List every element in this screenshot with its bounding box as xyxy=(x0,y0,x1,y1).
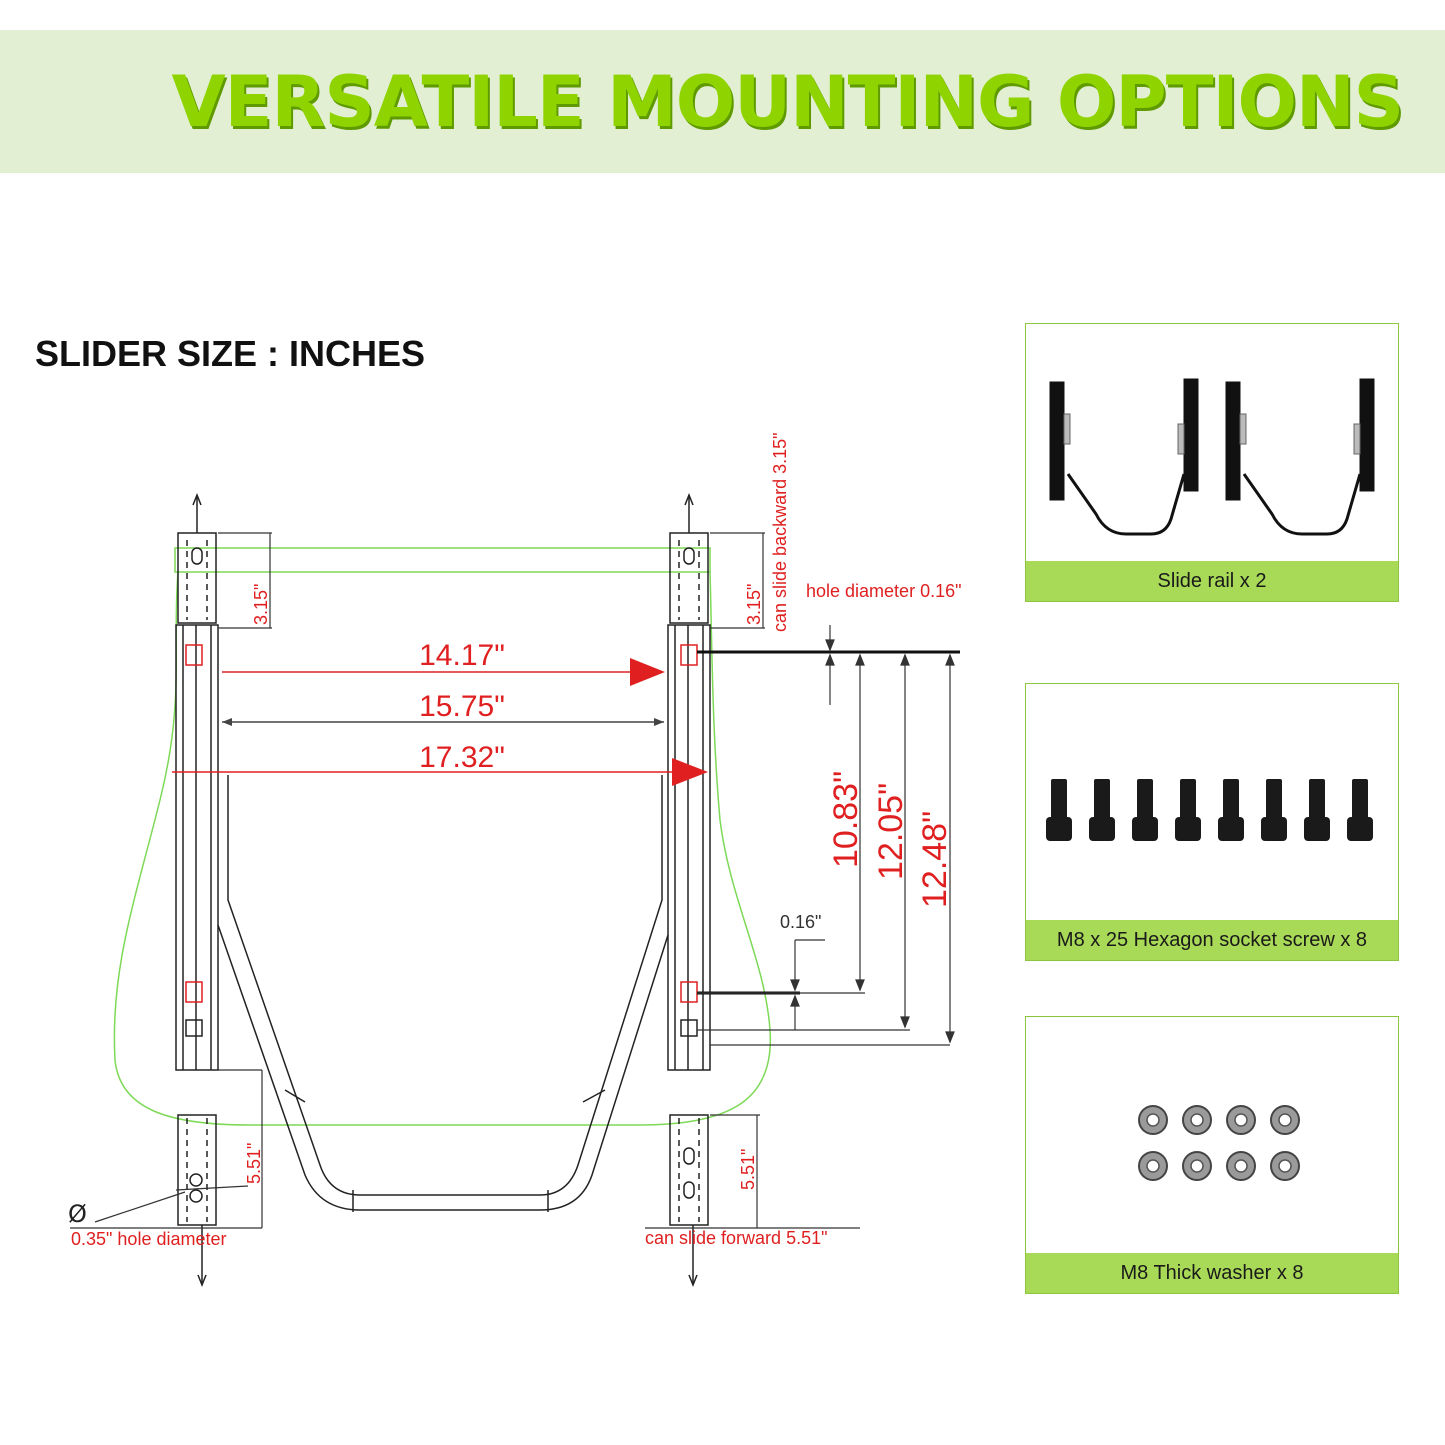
label-width-mid: 15.75" xyxy=(419,690,505,723)
label-len-a: 10.83" xyxy=(827,771,865,868)
label-hole-diameter-bottom: 0.35" hole diameter xyxy=(71,1229,227,1249)
slide-rail-icon xyxy=(1049,378,1375,536)
frame-outline xyxy=(113,547,772,1126)
header-banner: VERSATILE MOUNTING OPTIONS xyxy=(0,30,1445,173)
handle-bar xyxy=(217,775,669,1212)
label-len-b: 12.05" xyxy=(872,783,910,880)
page-title: VERSATILE MOUNTING OPTIONS xyxy=(171,60,1404,143)
label-len-c: 12.48" xyxy=(916,811,954,908)
part-label-hex-screw: M8 x 25 Hexagon socket screw x 8 xyxy=(1026,920,1398,960)
label-hole-diameter-top: hole diameter 0.16" xyxy=(806,581,962,601)
label-forward-left: 5.51" xyxy=(244,1143,264,1184)
part-card-hex-screw: M8 x 25 Hexagon socket screw x 8 xyxy=(1025,683,1399,961)
width-dimensions xyxy=(172,658,708,786)
part-label-washer: M8 Thick washer x 8 xyxy=(1026,1253,1398,1293)
part-card-washer: M8 Thick washer x 8 xyxy=(1025,1016,1399,1294)
washer-icon xyxy=(1138,1105,1300,1181)
part-card-slide-rail: Slide rail x 2 xyxy=(1025,323,1399,602)
right-rail xyxy=(667,492,711,1288)
length-dimensions xyxy=(697,625,960,1046)
label-width-outer: 17.32" xyxy=(419,741,505,774)
hex-screw-icon xyxy=(1046,779,1373,841)
label-hole-offset: 0.16" xyxy=(780,912,821,932)
travel-dimensions xyxy=(70,532,860,1229)
slider-dimension-diagram: can slide backward 3.15" 3.15" 3.15" hol… xyxy=(68,432,962,1288)
part-label-slide-rail: Slide rail x 2 xyxy=(1026,561,1398,601)
label-can-slide-forward: can slide forward 5.51" xyxy=(645,1228,828,1248)
label-backward-right: 3.15" xyxy=(744,584,764,625)
label-forward-right: 5.51" xyxy=(738,1149,758,1190)
left-rail xyxy=(175,492,219,1288)
label-width-inner: 14.17" xyxy=(419,639,505,672)
diameter-symbol: Ø xyxy=(68,1200,87,1228)
label-can-slide-backward: can slide backward 3.15" xyxy=(770,432,790,632)
diagram-heading: SLIDER SIZE : INCHES xyxy=(35,333,426,374)
label-backward-left: 3.15" xyxy=(251,584,271,625)
